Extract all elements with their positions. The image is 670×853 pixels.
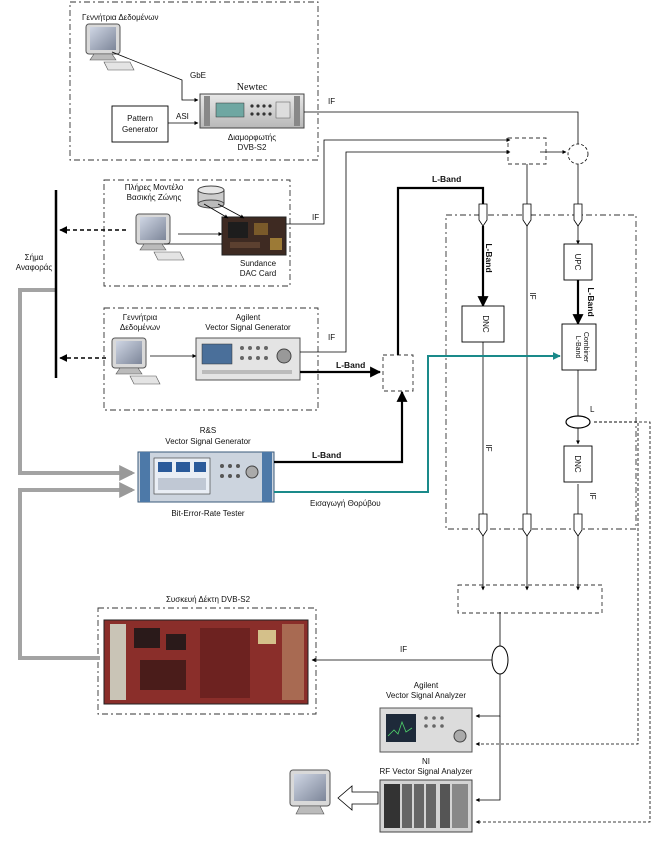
- lband-label: L-Band: [432, 174, 461, 184]
- computer-icon: [135, 213, 185, 261]
- if-label: IF: [312, 213, 319, 222]
- combiner-label-2: Combiner: [582, 332, 589, 363]
- baseband-label-1: Πλήρες Μοντέλο: [125, 183, 184, 192]
- lband-label: L-Band: [312, 450, 341, 460]
- receiver-section-box: [97, 607, 317, 715]
- connector-icon: [573, 513, 583, 537]
- ni-vsa-image: [379, 779, 473, 833]
- upc-label: UPC: [573, 254, 582, 271]
- agilent-vsa-label-1: Agilent: [414, 681, 439, 690]
- dvb-s2-receiver-board-image: [103, 619, 309, 705]
- gbe-line: [111, 51, 199, 102]
- dnc-box: [461, 305, 505, 343]
- newtec-modulator-image: [199, 93, 305, 129]
- noise-injection-label: Εισαγωγή Θορύβου: [310, 499, 381, 508]
- splitter-icon: [565, 415, 591, 429]
- combiner-label-1: L-Band: [574, 336, 581, 359]
- agilent-vsg-label-2: Vector Signal Generator: [205, 323, 291, 332]
- rf-chain-box: [445, 214, 637, 530]
- if-switch-box: [457, 584, 603, 614]
- ni-vsa-label-1: NI: [422, 757, 430, 766]
- asi-label: ASI: [176, 112, 189, 121]
- lband-label: L-Band: [336, 360, 365, 370]
- noise-injection-line: [274, 352, 561, 493]
- connector-icon: [522, 513, 532, 537]
- dac-card-image: [221, 216, 287, 256]
- reference-signal-line: [18, 288, 136, 481]
- lband-combiner-box: [561, 323, 597, 371]
- pattern-generator-box: [111, 105, 169, 143]
- lband-tap-to-vsa-line: [475, 421, 639, 746]
- ni-vsa-label-2: RF Vector Signal Analyzer: [380, 767, 473, 776]
- reference-signal-label-1: Σήμα: [25, 253, 44, 262]
- ni-if-line: [475, 716, 501, 802]
- lband-switch-box: [382, 354, 414, 392]
- lband-label: L-Band: [586, 287, 596, 316]
- computer-icon: [85, 23, 135, 71]
- dnc2-box: [563, 445, 593, 483]
- agilent-if-line: [300, 150, 511, 353]
- modulator-label-2: DVB-S2: [238, 143, 267, 152]
- ni-to-pc-arrow: [337, 785, 379, 811]
- agilent-vsg-image: [195, 337, 301, 381]
- agilent-vsg-label-1: Agilent: [236, 313, 261, 322]
- if-label: IF: [328, 333, 335, 342]
- sundance-label-2: DAC Card: [240, 269, 276, 278]
- reference-signal-label-2: Αναφοράς: [16, 263, 53, 272]
- db-to-dac-line: [203, 203, 229, 219]
- rs-vsg-label-2: Vector Signal Generator: [165, 437, 251, 446]
- database-icon: [197, 185, 225, 209]
- computer-icon: [289, 769, 331, 815]
- pattern-generator-label-2: Generator: [122, 125, 158, 134]
- gbe-label: GbE: [190, 71, 206, 80]
- data-generator-mid-label-2: Δεδομένων: [120, 323, 160, 332]
- dnc-label: DNC: [481, 315, 490, 333]
- l-label: L: [590, 405, 595, 414]
- agilent-vsa-label-2: Vector Signal Analyzer: [386, 691, 466, 700]
- if-label: IF: [328, 97, 335, 106]
- connector-icon: [478, 513, 488, 537]
- baseband-section-box: [103, 179, 291, 287]
- vsa-if-line: [475, 670, 501, 718]
- connector-icon: [573, 203, 583, 227]
- lband-trunk-line: [396, 186, 485, 355]
- receiver-feedback-line: [18, 482, 136, 660]
- connector-icon: [478, 203, 488, 227]
- db-to-dac-line-2: [217, 203, 245, 219]
- lband-tap-to-ni-line: [475, 421, 651, 824]
- modulator-label-1: Διαμορφωτής: [228, 133, 276, 142]
- connector-icon: [522, 203, 532, 227]
- if-label: IF: [528, 292, 537, 299]
- data-generator-label: Γεννήτρια Δεδομένων: [82, 13, 159, 22]
- receiver-label: Συσκευή Δέκτη DVB-S2: [166, 595, 251, 604]
- modulator-if-line: [304, 111, 579, 144]
- pattern-generator-label-1: Pattern: [127, 114, 153, 123]
- modulator-section-box: [69, 1, 319, 161]
- lband-label: L-Band: [484, 243, 494, 272]
- dac-if-line: [286, 138, 511, 225]
- rs-lband-line: [274, 390, 408, 464]
- agilent-vsa-image: [379, 707, 473, 753]
- dnc2-label: DNC: [573, 455, 582, 473]
- if-label: IF: [588, 492, 597, 499]
- newtec-label: Newtec: [237, 82, 268, 93]
- rs-vsg-label-1: R&S: [200, 426, 216, 435]
- if-label: IF: [400, 645, 407, 654]
- bert-label: Bit-Error-Rate Tester: [171, 509, 245, 518]
- data-generator-mid-label-1: Γεννήτρια: [123, 313, 158, 322]
- if-combiner-box: [507, 137, 547, 165]
- upc-box: [563, 243, 593, 281]
- agilent-vsg-section-box: [103, 307, 319, 411]
- sundance-label-1: Sundance: [240, 259, 277, 268]
- splitter-icon: [491, 645, 509, 675]
- coupler-icon: [567, 143, 589, 165]
- rs-vsg-image: [137, 451, 275, 503]
- if-label: IF: [484, 444, 493, 451]
- computer-icon: [111, 337, 161, 385]
- baseband-label-2: Βασικής Ζώνης: [127, 193, 182, 202]
